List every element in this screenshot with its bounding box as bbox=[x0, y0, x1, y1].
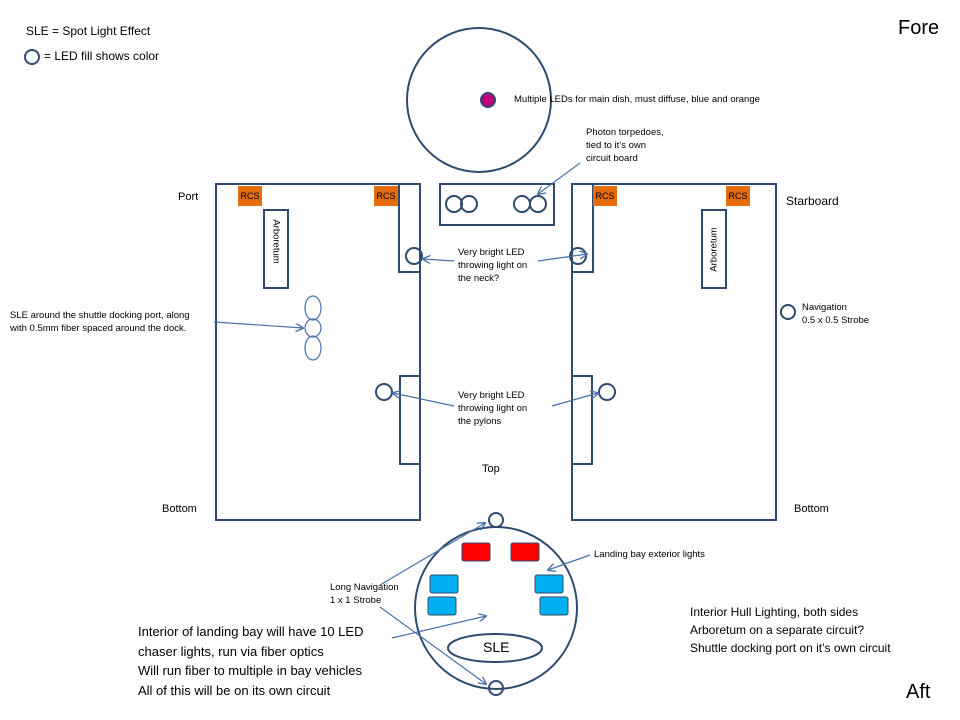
rcs-port-left: RCS bbox=[238, 186, 262, 206]
long-nav-led-bottom bbox=[488, 680, 504, 696]
note-bay-interior-3: Will run fiber to multiple in bay vehicl… bbox=[138, 663, 362, 678]
sle-bay-ellipse bbox=[447, 633, 543, 663]
arrow-starboard-neck bbox=[537, 254, 587, 262]
docking-port-ellipse bbox=[304, 295, 322, 321]
legend-led-circle bbox=[24, 49, 40, 65]
blue-bay-light bbox=[534, 574, 564, 594]
torpedo-led bbox=[445, 195, 463, 213]
red-exterior-light bbox=[461, 542, 491, 562]
note-bay-interior-1: Interior of landing bay will have 10 LED bbox=[138, 624, 364, 639]
arrow-torpedo bbox=[538, 162, 581, 194]
label-photon-torpedoes-3: circuit board bbox=[586, 153, 638, 164]
starboard-pylon-notch bbox=[571, 375, 593, 465]
port-hull bbox=[215, 183, 421, 521]
main-dish bbox=[406, 27, 552, 173]
legend-sle: SLE = Spot Light Effect bbox=[26, 24, 151, 38]
blue-bay-light bbox=[429, 574, 459, 594]
label-photon-torpedoes-2: tied to it’s own bbox=[586, 140, 647, 151]
long-nav-led-top bbox=[488, 512, 504, 528]
label-neck-led-1: Very bright LED bbox=[458, 247, 525, 258]
arrow-dock bbox=[213, 321, 303, 328]
starboard-pylon-led bbox=[598, 383, 616, 401]
label-sle-bay: SLE bbox=[483, 639, 510, 655]
label-long-navigation-2: 1 x 1 Strobe bbox=[330, 595, 382, 606]
label-bottom-port: Bottom bbox=[162, 503, 197, 515]
arrow-long-nav-top bbox=[379, 523, 485, 586]
arrow-starboard-pylon bbox=[551, 393, 598, 407]
main-dish-led bbox=[480, 92, 496, 108]
port-arboretum-box bbox=[263, 209, 289, 289]
label-landing-bay-exterior: Landing bay exterior lights bbox=[594, 549, 705, 560]
label-arboretum-starboard: Arboretum bbox=[708, 227, 720, 272]
label-aft: Aft bbox=[906, 681, 931, 703]
arrow-port-pylon bbox=[393, 393, 455, 407]
label-neck-led-3: the neck? bbox=[458, 273, 500, 284]
blue-bay-light bbox=[539, 596, 569, 616]
arrow-long-nav-bottom bbox=[379, 606, 486, 684]
rcs-starboard-left: RCS bbox=[593, 186, 617, 206]
label-photon-torpedoes-1: Photon torpedoes, bbox=[586, 127, 664, 138]
label-navigation-2: 0.5 x 0.5 Strobe bbox=[802, 315, 870, 326]
label-navigation-1: Navigation bbox=[802, 302, 847, 313]
photon-torpedo-block bbox=[439, 183, 555, 226]
label-top: Top bbox=[482, 463, 500, 475]
torpedo-led bbox=[460, 195, 478, 213]
arrow-bay-interior bbox=[391, 616, 486, 639]
label-starboard: Starboard bbox=[786, 194, 839, 208]
note-bay-interior-4: All of this will be on its own circuit bbox=[138, 683, 331, 698]
arrow-port-neck bbox=[423, 259, 455, 261]
starboard-neck-notch bbox=[571, 183, 594, 273]
docking-port-ellipse bbox=[304, 318, 322, 338]
starboard-arboretum-box bbox=[701, 209, 727, 289]
label-neck-led-2: throwing light on bbox=[458, 260, 528, 271]
starboard-hull bbox=[571, 183, 777, 521]
blue-bay-light bbox=[427, 596, 457, 616]
label-port: Port bbox=[178, 191, 199, 203]
note-hull-1: Interior Hull Lighting, both sides bbox=[690, 605, 859, 619]
port-pylon-notch bbox=[399, 375, 421, 465]
navigation-led bbox=[780, 304, 796, 320]
label-arboretum-port: Arboretum bbox=[270, 219, 282, 264]
note-bay-interior-2: chaser lights, run via fiber optics bbox=[138, 644, 324, 659]
rcs-starboard-right: RCS bbox=[726, 186, 750, 206]
legend-led-fill: = LED fill shows color bbox=[44, 49, 160, 63]
label-pylon-led-1: Very bright LED bbox=[458, 390, 525, 401]
note-hull-2: Arboretum on a separate circuit? bbox=[690, 623, 865, 637]
docking-port-ellipse bbox=[304, 335, 322, 361]
note-hull-3: Shuttle docking port on it’s own circuit bbox=[690, 641, 891, 655]
label-long-navigation-1: Long Navigation bbox=[330, 582, 399, 593]
label-sle-dock-2: with 0.5mm fiber spaced around the dock. bbox=[10, 323, 187, 334]
rcs-port-right: RCS bbox=[374, 186, 398, 206]
arrow-landing-ext bbox=[548, 554, 591, 570]
torpedo-led bbox=[513, 195, 531, 213]
label-sle-dock-1: SLE around the shuttle docking port, alo… bbox=[10, 310, 190, 321]
port-pylon-led bbox=[375, 383, 393, 401]
red-exterior-light bbox=[510, 542, 540, 562]
label-bottom-starboard: Bottom bbox=[794, 503, 829, 515]
label-pylon-led-2: throwing light on bbox=[458, 403, 528, 414]
torpedo-led bbox=[529, 195, 547, 213]
port-neck-notch bbox=[398, 183, 421, 273]
label-pylon-led-3: the pylons bbox=[458, 416, 502, 427]
label-main-dish: Multiple LEDs for main dish, must diffus… bbox=[514, 94, 760, 105]
label-fore: Fore bbox=[898, 17, 940, 39]
